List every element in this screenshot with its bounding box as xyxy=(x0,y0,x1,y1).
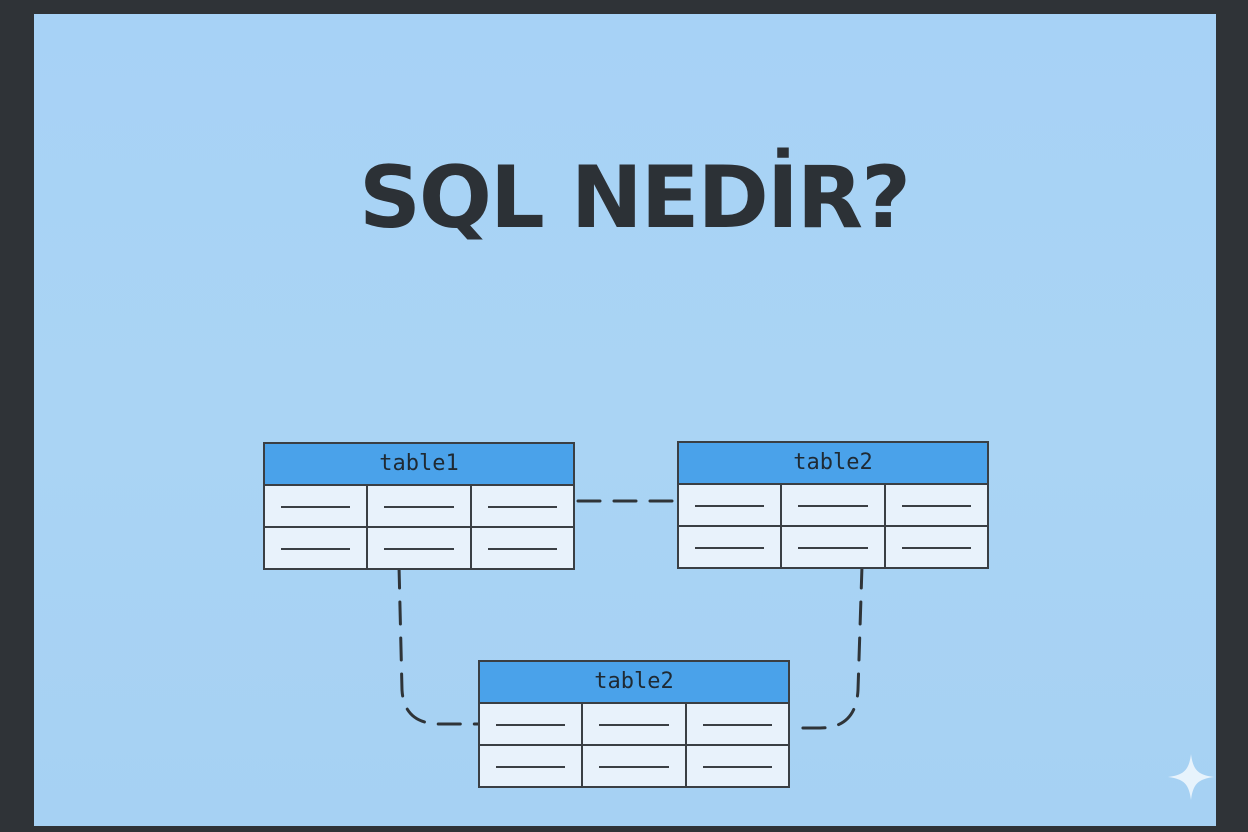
table-card-3: table2 xyxy=(478,660,790,788)
table-cell xyxy=(265,486,366,526)
placeholder-line xyxy=(702,766,772,768)
table-row xyxy=(480,744,788,786)
table-cell xyxy=(480,704,581,744)
table-cell xyxy=(581,746,684,786)
placeholder-line xyxy=(281,548,351,550)
table-row xyxy=(679,525,987,567)
table-cell xyxy=(265,528,366,568)
table-cell xyxy=(480,746,581,786)
placeholder-line xyxy=(798,505,868,507)
placeholder-line xyxy=(496,724,566,726)
table-cell xyxy=(679,485,780,525)
table-row xyxy=(679,485,987,525)
connector-table2-table3 xyxy=(791,564,864,730)
placeholder-line xyxy=(384,548,454,550)
placeholder-line xyxy=(695,505,765,507)
placeholder-line xyxy=(487,506,557,508)
placeholder-line xyxy=(281,506,351,508)
table-cell xyxy=(581,704,684,744)
placeholder-line xyxy=(599,766,669,768)
table-cell xyxy=(469,486,573,526)
table-cell xyxy=(684,704,788,744)
table-name: table2 xyxy=(480,662,788,704)
placeholder-line xyxy=(798,547,868,549)
placeholder-line xyxy=(695,547,765,549)
table-card-1: table1 xyxy=(263,442,575,570)
table-cell xyxy=(469,528,573,568)
sparkle-icon xyxy=(1168,754,1214,800)
table-name: table1 xyxy=(265,444,573,486)
table-cell xyxy=(883,527,987,567)
table-cell xyxy=(679,527,780,567)
page-title: SQL NEDİR? xyxy=(358,148,911,248)
table-cell xyxy=(780,527,883,567)
table-row xyxy=(265,526,573,568)
table-card-2: table2 xyxy=(677,441,989,569)
placeholder-line xyxy=(487,548,557,550)
table-row xyxy=(480,704,788,744)
placeholder-line xyxy=(901,505,971,507)
table-row xyxy=(265,486,573,526)
placeholder-line xyxy=(599,724,669,726)
table-name: table2 xyxy=(679,443,987,485)
table-cell xyxy=(684,746,788,786)
table-cell xyxy=(366,486,469,526)
connector-table1-table3 xyxy=(397,564,480,726)
placeholder-line xyxy=(384,506,454,508)
table-cell xyxy=(883,485,987,525)
placeholder-line xyxy=(496,766,566,768)
table-cell xyxy=(780,485,883,525)
table-cell xyxy=(366,528,469,568)
placeholder-line xyxy=(702,724,772,726)
placeholder-line xyxy=(901,547,971,549)
